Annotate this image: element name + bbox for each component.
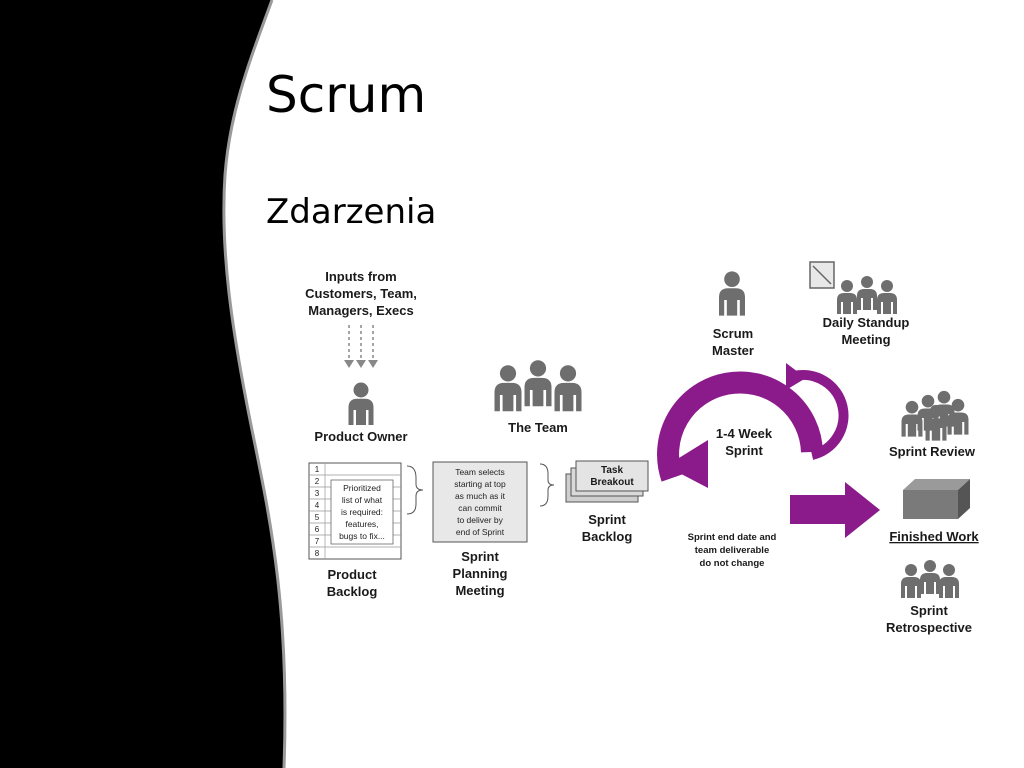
daily-standup-label: Meeting (841, 332, 890, 347)
standup-team-icon (837, 276, 897, 314)
brace-icon (406, 465, 424, 515)
inputs-line-3: Managers, Execs (308, 303, 414, 318)
sprint-backlog-label: Backlog (582, 529, 633, 544)
finished-work-box-icon (903, 479, 970, 519)
product-backlog-label: Backlog (327, 584, 378, 599)
team-selects-line: to deliver by (457, 515, 504, 525)
team-selects-box (432, 461, 528, 543)
backlog-number: 6 (315, 525, 320, 534)
sprint-end-line: Sprint end date and (688, 532, 777, 543)
inputs-line-2: Customers, Team, (305, 286, 417, 301)
the-team-label: The Team (508, 420, 568, 435)
backlog-note-line: is required: (341, 507, 383, 517)
sprint-review-team-icon (901, 390, 969, 441)
backlog-note-line: features, (345, 519, 378, 529)
task-breakout-label: Breakout (590, 477, 634, 488)
sprint-end-line: team deliverable (695, 545, 769, 556)
sprint-planning-label: Meeting (455, 583, 504, 598)
inputs-label: Inputs from Customers, Team, Managers, E… (305, 269, 417, 318)
slide-title: Scrum (266, 66, 427, 124)
product-owner-label: Product Owner (314, 429, 407, 444)
team-selects-line: Team selects (455, 467, 505, 477)
sprint-end-line: do not change (700, 558, 765, 569)
finished-work-label: Finished Work (889, 529, 979, 544)
daily-standup-label: Daily Standup (823, 315, 910, 330)
sprint-backlog-label: Sprint (588, 512, 626, 527)
scrum-diagram: Inputs from Customers, Team, Managers, E… (305, 261, 979, 635)
team-selects-line: can commit (458, 503, 502, 513)
sprint-cycle-label: 1-4 Week (716, 426, 773, 441)
product-backlog-label: Product (327, 567, 377, 582)
task-breakout-label: Task (601, 465, 623, 476)
slide-subtitle: Zdarzenia (266, 192, 437, 232)
down-arrows-icon (348, 325, 374, 362)
product-owner-icon (348, 382, 374, 425)
backlog-number: 5 (315, 513, 320, 522)
brace-icon (539, 463, 555, 507)
backlog-number: 4 (315, 501, 320, 510)
scrum-master-label: Scrum (713, 326, 753, 341)
backlog-note-line: Prioritized (343, 483, 381, 493)
sprint-backlog-stack (565, 460, 649, 503)
sprint-cycle-arrow (657, 363, 849, 488)
team-selects-line: end of Sprint (456, 527, 505, 537)
backlog-number: 7 (315, 537, 320, 546)
sprint-planning-label: Sprint (461, 549, 499, 564)
retrospective-team-icon (901, 560, 959, 598)
backlog-number: 8 (315, 549, 320, 558)
team-icon (494, 360, 582, 412)
backlog-number: 3 (315, 489, 320, 498)
sprint-cycle-label: Sprint (725, 443, 763, 458)
sprint-planning-label: Planning (453, 566, 508, 581)
right-arrow-icon (790, 482, 880, 538)
team-selects-line: starting at top (454, 479, 506, 489)
scrum-master-label: Master (712, 343, 754, 358)
inputs-line-1: Inputs from (325, 269, 397, 284)
sprint-retrospective-label: Retrospective (886, 620, 972, 635)
product-backlog-list: 1 2 3 4 5 6 7 8 Prioritized list of what… (308, 462, 402, 560)
team-selects-line: as much as it (455, 491, 506, 501)
backlog-note-line: bugs to fix... (339, 531, 385, 541)
backlog-number: 1 (315, 465, 320, 474)
sprint-retrospective-label: Sprint (910, 603, 948, 618)
sprint-review-label: Sprint Review (889, 444, 976, 459)
scrum-master-icon (719, 271, 745, 316)
backlog-note-line: list of what (342, 495, 383, 505)
backlog-number: 2 (315, 477, 320, 486)
clock-icon (809, 261, 835, 289)
